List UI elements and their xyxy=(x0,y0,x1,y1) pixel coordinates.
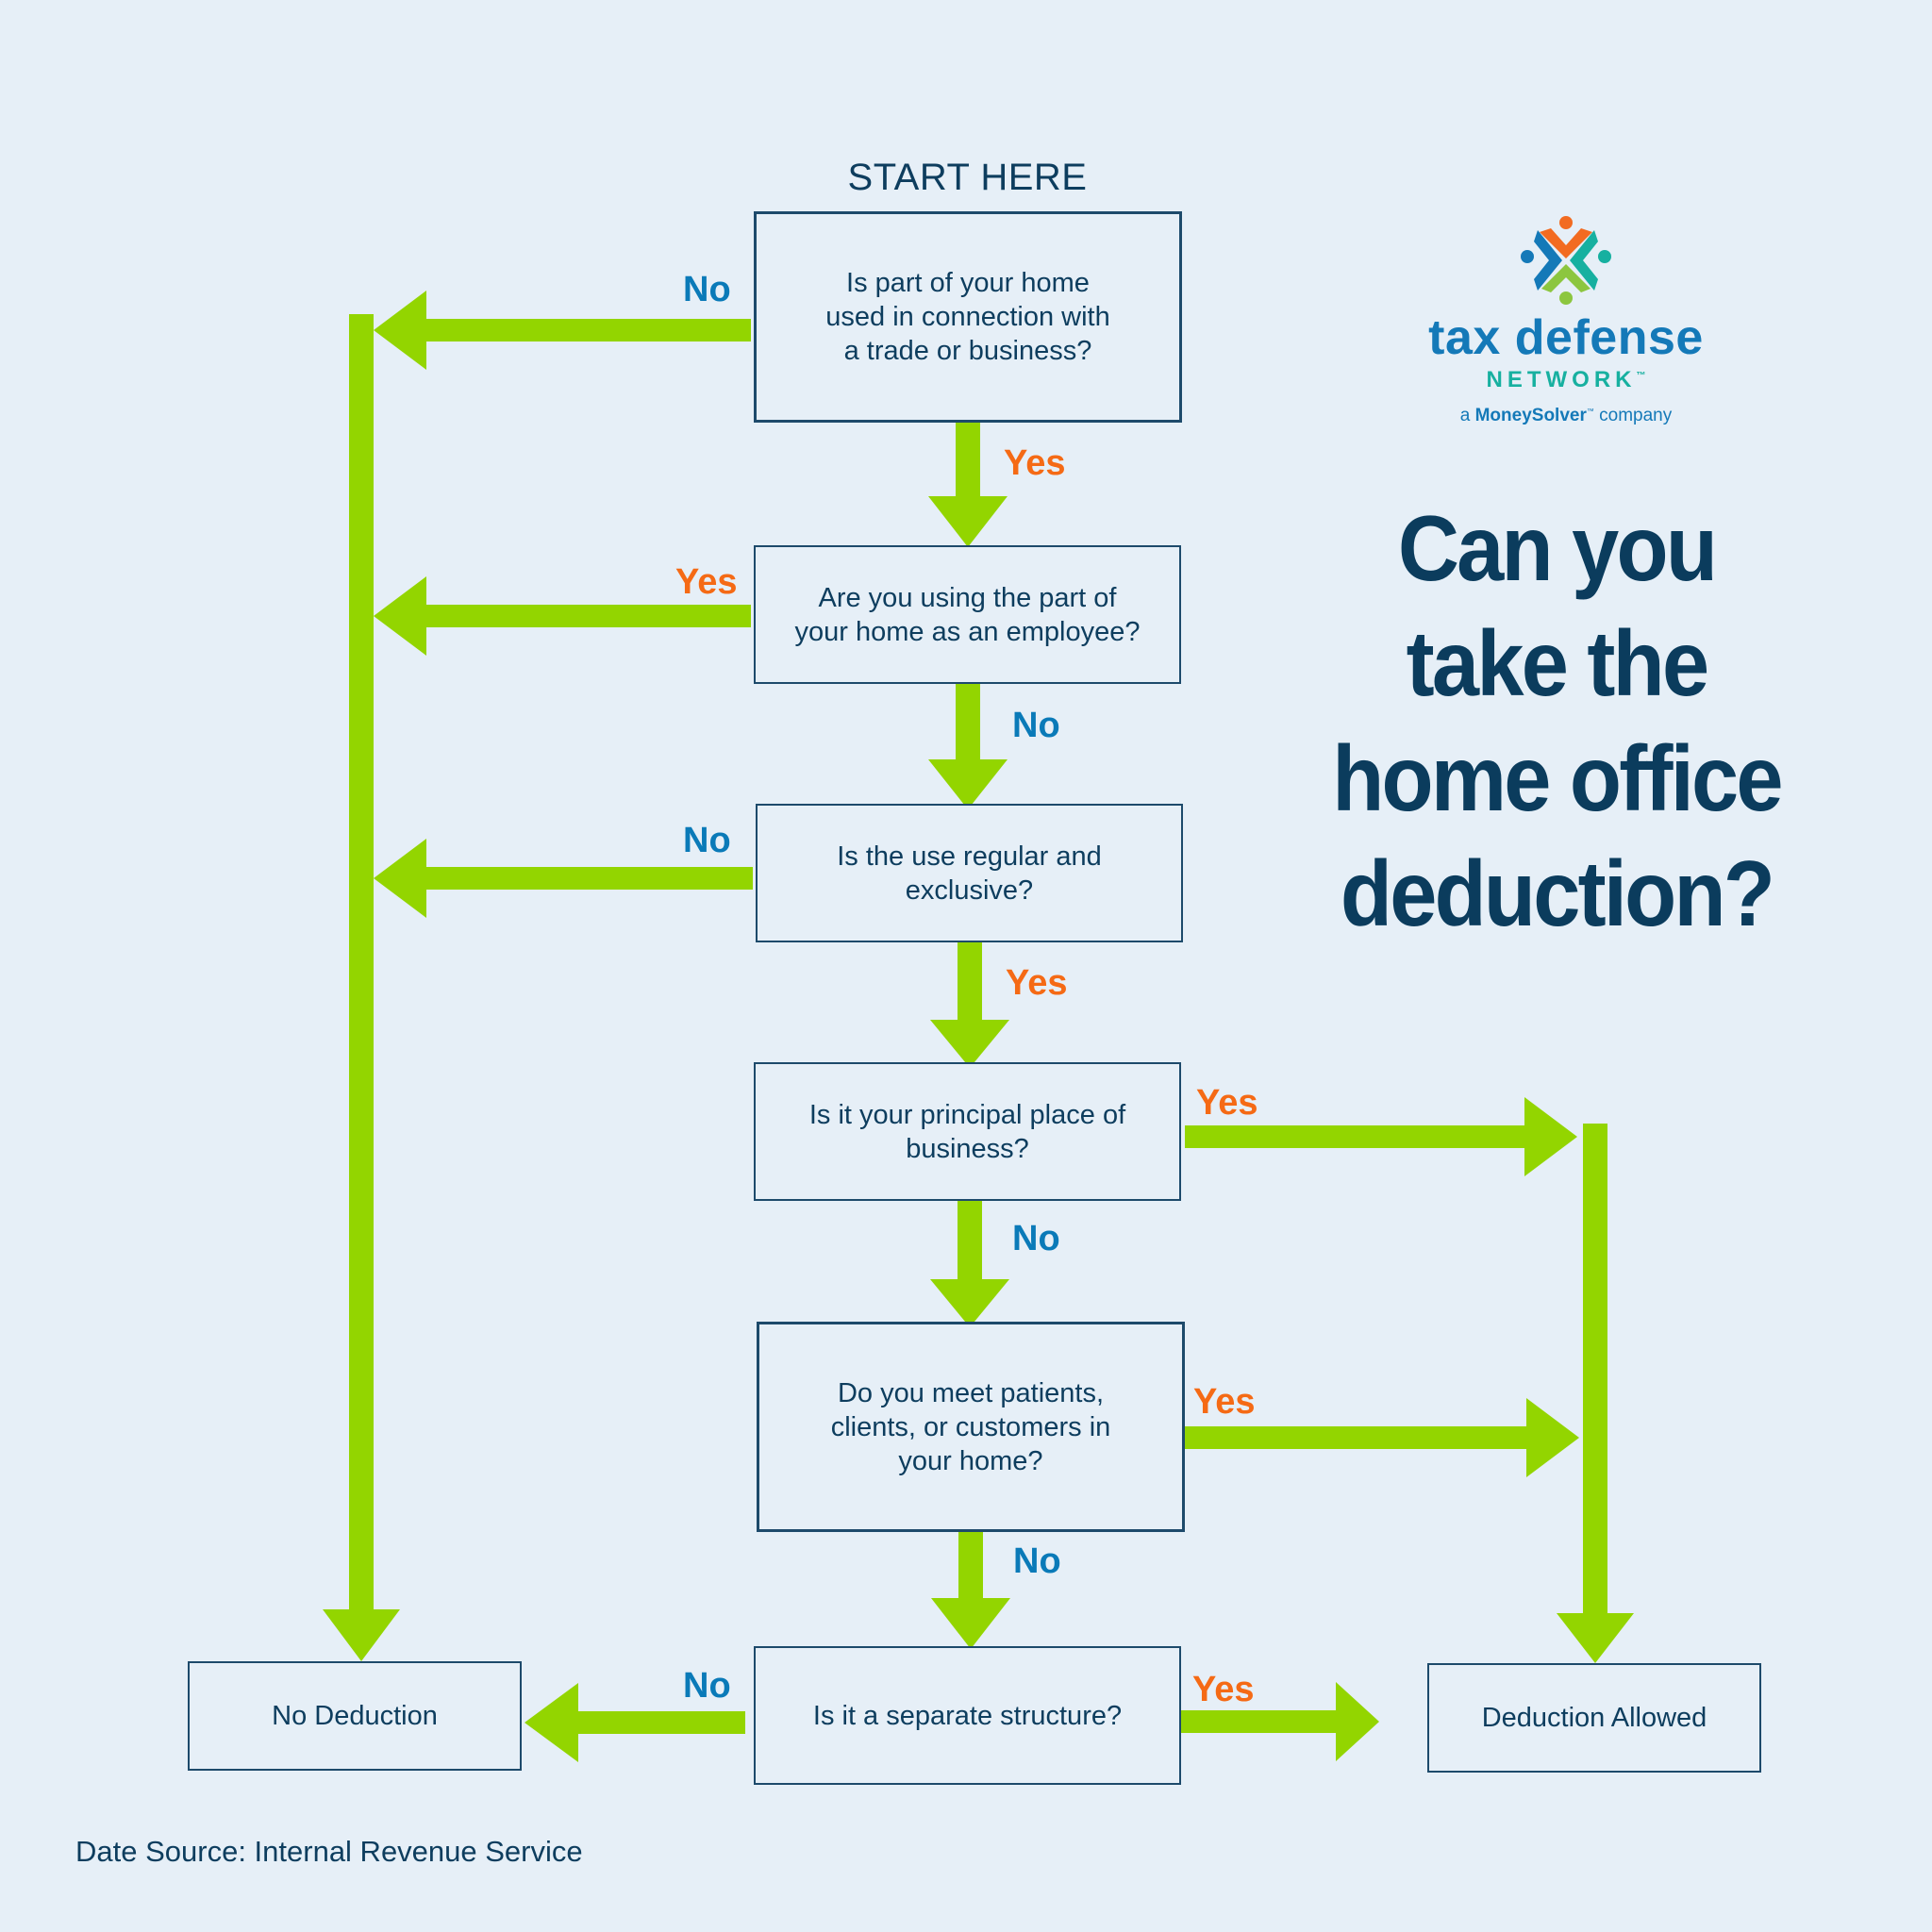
headline-line-3: home office xyxy=(1332,726,1783,830)
edge-label-q3-no: No xyxy=(683,821,731,860)
right-trunk-arrowhead xyxy=(1557,1613,1634,1663)
edge-label-q2-no: No xyxy=(1012,706,1060,745)
headline-title: Can you take the home office deduction? xyxy=(1288,491,1825,951)
question-box-employee-use: Are you using the part of your home as a… xyxy=(754,545,1181,684)
q6-yes-arrowhead xyxy=(1336,1682,1379,1761)
question-text: Do you meet patients, clients, or custom… xyxy=(830,1377,1111,1476)
left-trunk-arrowhead xyxy=(323,1609,400,1661)
question-box-meet-clients: Do you meet patients, clients, or custom… xyxy=(757,1322,1185,1532)
edge-label-q4-yes: Yes xyxy=(1196,1083,1258,1123)
edge-label-q5-yes: Yes xyxy=(1193,1382,1256,1422)
outcome-deduction-allowed: Deduction Allowed xyxy=(1427,1663,1761,1773)
q3-yes-arrowhead xyxy=(930,1020,1009,1068)
edge-label-q4-no: No xyxy=(1012,1219,1060,1258)
headline-line-1: Can you xyxy=(1397,496,1718,600)
outcome-text: Deduction Allowed xyxy=(1481,1703,1707,1733)
question-text: Are you using the part of your home as a… xyxy=(794,582,1141,647)
edge-label-q5-no: No xyxy=(1013,1541,1061,1581)
question-text: Is it your principal place of business? xyxy=(808,1099,1126,1164)
logo-network: NETWORK™ xyxy=(1396,364,1736,392)
question-text: Is part of your home used in connection … xyxy=(825,268,1110,366)
tax-defense-network-logo: tax defense NETWORK™ a MoneySolver™ comp… xyxy=(1396,215,1736,426)
q1-yes-arrowhead xyxy=(928,496,1008,547)
q5-yes-arrowhead xyxy=(1526,1398,1579,1477)
q1-no-arrowhead xyxy=(374,291,426,370)
company-prefix: a xyxy=(1459,406,1471,425)
question-box-principal-place: Is it your principal place of business? xyxy=(754,1062,1181,1201)
q3-no-arrowhead xyxy=(374,839,426,918)
people-cross-icon xyxy=(1521,216,1611,305)
q4-yes-arrowhead xyxy=(1524,1097,1577,1176)
question-box-home-used-for-business: Is part of your home used in connection … xyxy=(754,211,1182,423)
edge-label-q6-yes: Yes xyxy=(1192,1670,1255,1709)
edge-label-q1-yes: Yes xyxy=(1004,443,1066,483)
logo-company-line: a MoneySolver™ company xyxy=(1396,406,1736,426)
logo-wordmark: tax defense xyxy=(1428,310,1704,365)
right-trunk-line xyxy=(1583,1124,1607,1614)
question-text: Is the use regular and exclusive? xyxy=(837,841,1102,906)
q2-yes-arrowhead xyxy=(374,576,426,656)
question-box-regular-exclusive: Is the use regular and exclusive? xyxy=(756,804,1183,942)
q2-no-arrowhead xyxy=(928,759,1008,809)
logo-trademark: ™ xyxy=(1636,371,1646,381)
company-trademark: ™ xyxy=(1586,407,1594,416)
q4-no-arrowhead xyxy=(930,1279,1009,1327)
outcome-text: No Deduction xyxy=(272,1701,438,1731)
headline-line-4: deduction? xyxy=(1340,841,1775,945)
outcome-no-deduction: No Deduction xyxy=(188,1661,522,1771)
question-text: Is it a separate structure? xyxy=(812,1700,1123,1731)
left-trunk-line xyxy=(349,314,374,1611)
headline-line-2: take the xyxy=(1406,611,1709,715)
logo-subwordmark: NETWORK xyxy=(1486,367,1637,392)
q6-no-arrowhead xyxy=(525,1683,578,1762)
data-source-footer: Date Source: Internal Revenue Service xyxy=(75,1835,583,1868)
edge-label-q3-yes: Yes xyxy=(1006,963,1068,1003)
edge-label-q6-no: No xyxy=(683,1666,731,1706)
company-name: MoneySolver xyxy=(1474,406,1587,425)
q5-no-arrowhead xyxy=(931,1598,1010,1649)
question-box-separate-structure: Is it a separate structure? xyxy=(754,1646,1181,1785)
company-suffix: company xyxy=(1599,406,1673,425)
edge-label-q2-yes: Yes xyxy=(675,562,738,602)
start-here-label: START HERE xyxy=(847,157,1088,198)
edge-label-q1-no: No xyxy=(683,270,731,309)
